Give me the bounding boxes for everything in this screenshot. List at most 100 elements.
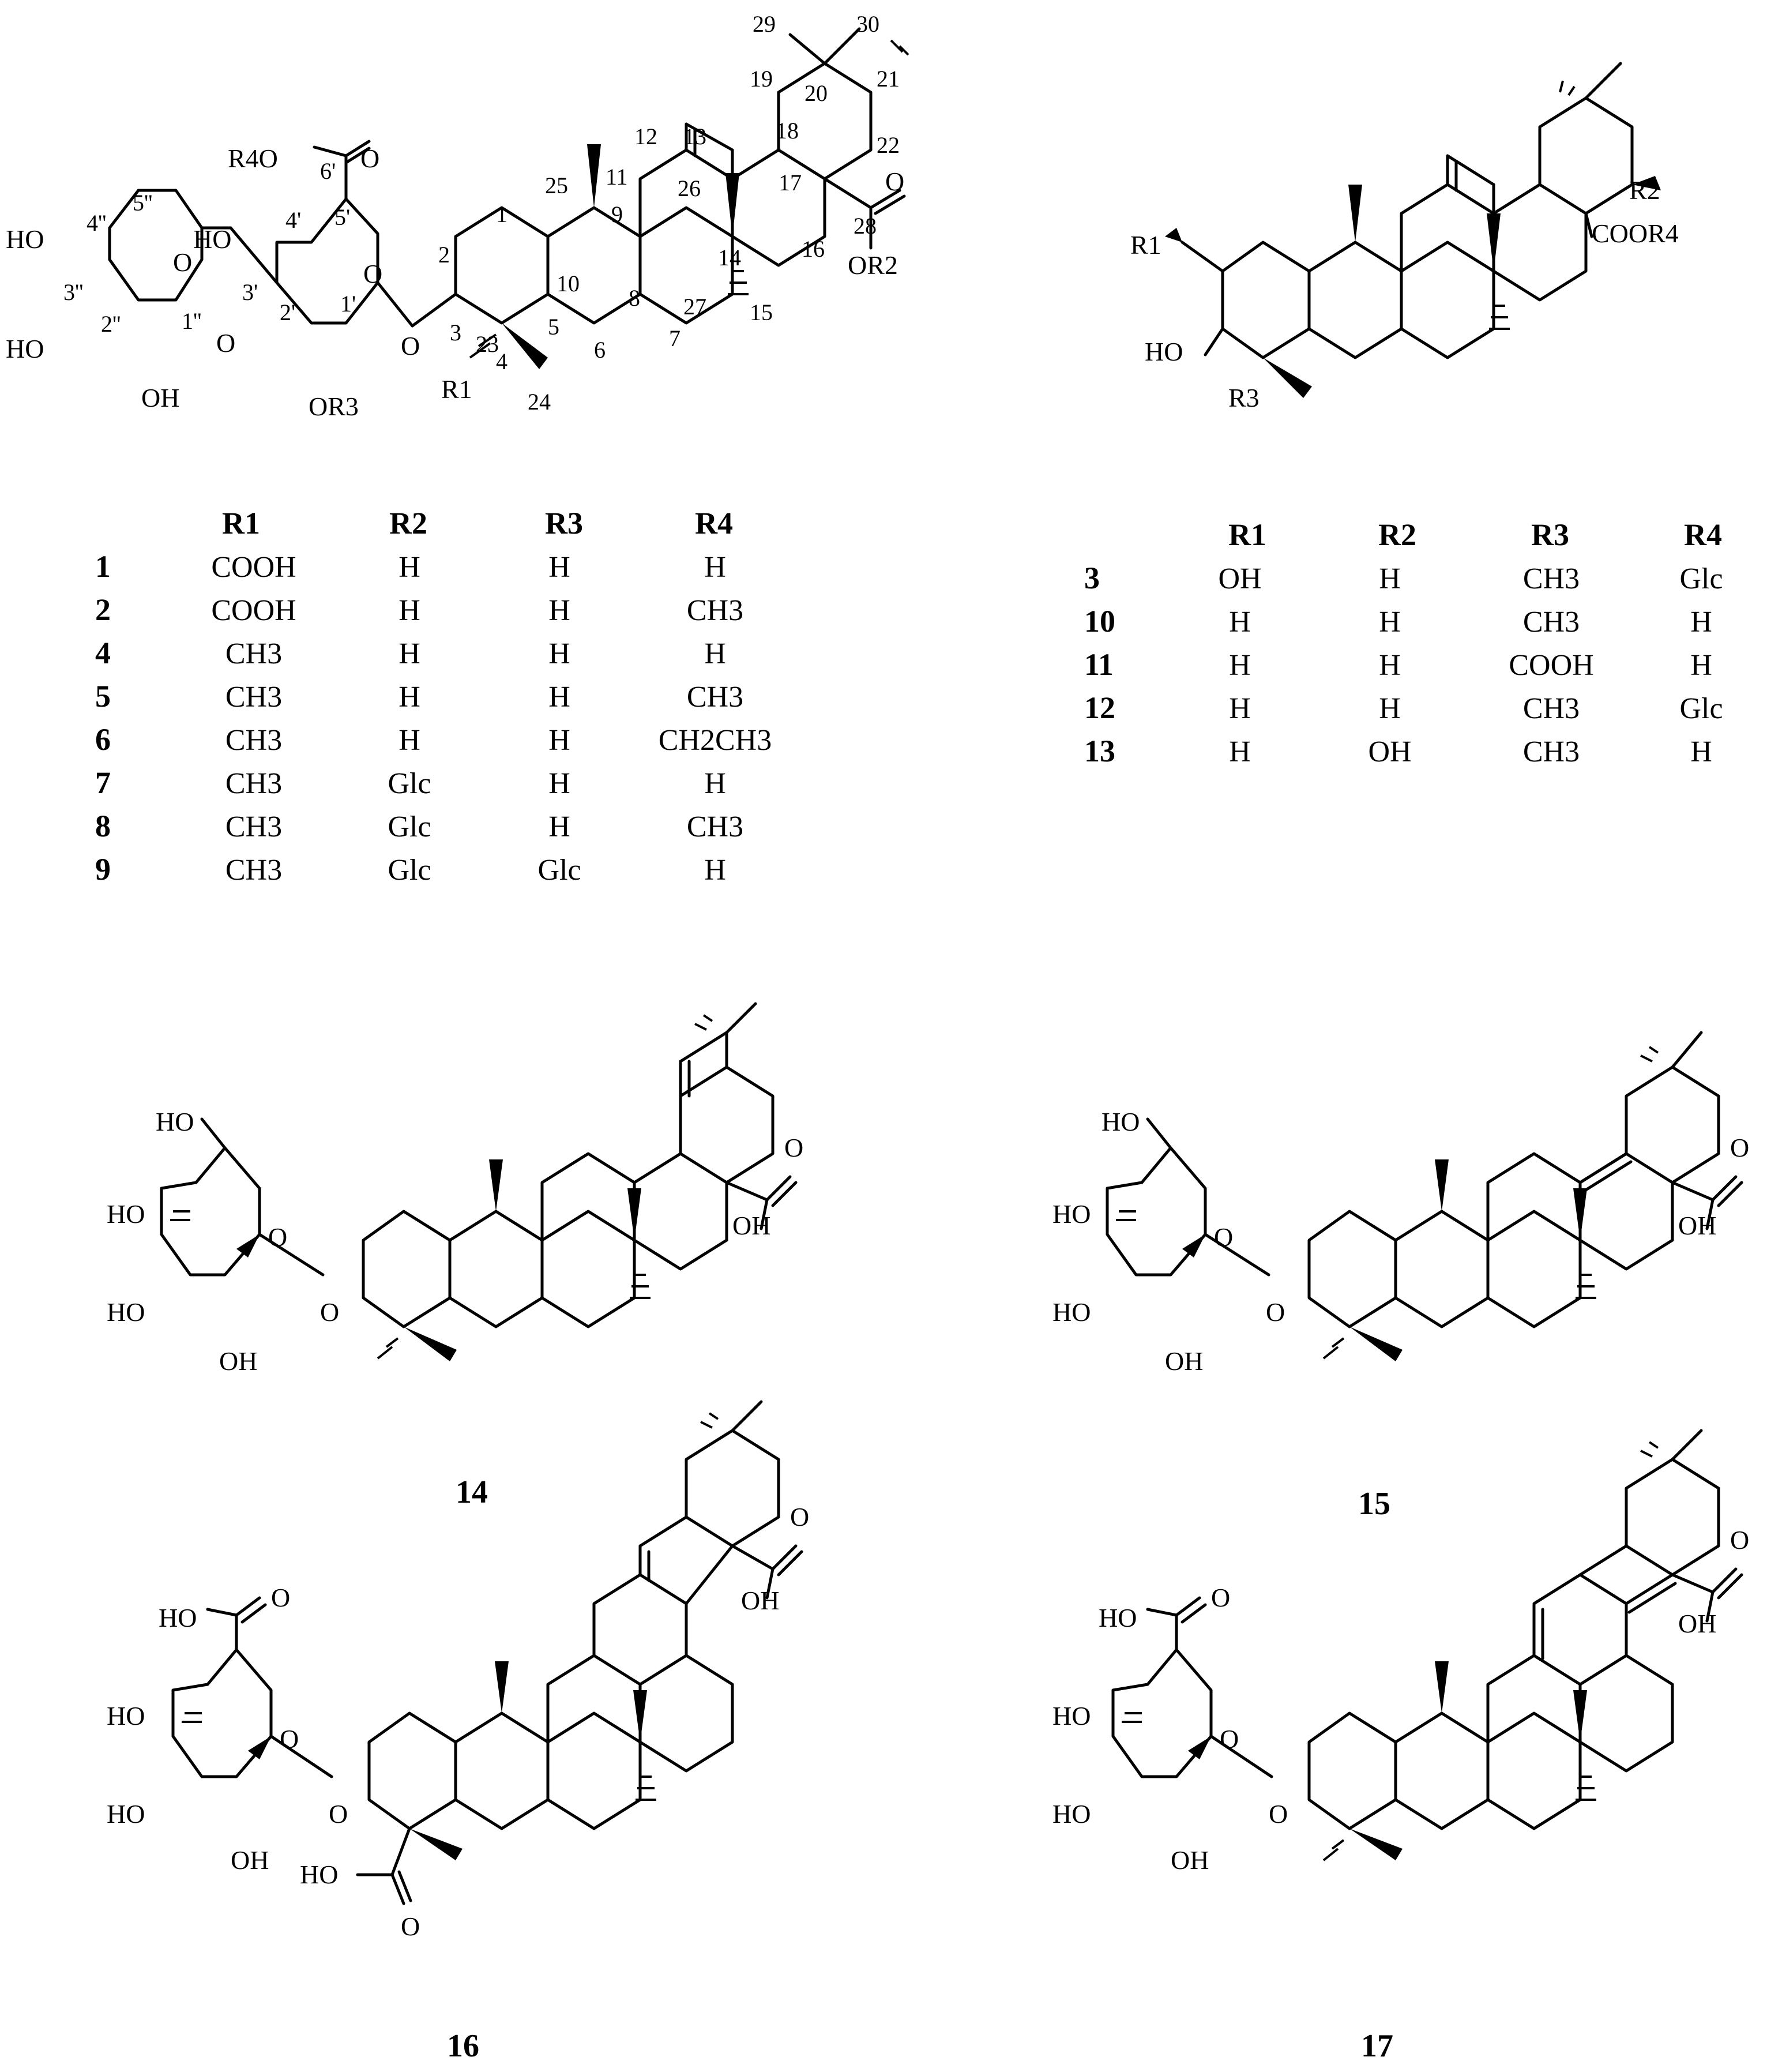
s1-label-r1: R1 bbox=[441, 374, 472, 404]
s1-row-1-cell-2: H bbox=[398, 551, 420, 584]
s1-glucuronide-ring bbox=[229, 140, 414, 328]
s14-label-ho-ch2: HO bbox=[156, 1107, 194, 1136]
s17-label-ho-3: HO bbox=[1052, 1799, 1091, 1829]
s1-substituent-table: R1 R2 R3 R4 bbox=[222, 506, 733, 540]
s2-row-11-cell-3: COOH bbox=[1509, 649, 1593, 682]
s1-label-o-carb: O bbox=[360, 144, 379, 173]
s16-label-o-cooh: O bbox=[271, 1583, 290, 1612]
s1-header-r3: R3 bbox=[545, 506, 583, 540]
svg-text:13: 13 bbox=[683, 123, 706, 149]
s17-label-o-link: O bbox=[1269, 1799, 1288, 1829]
s1-label-or2: OR2 bbox=[848, 250, 898, 280]
s2-row-10-cell-3: CH3 bbox=[1523, 606, 1580, 639]
s2-label-ho: HO bbox=[1145, 337, 1183, 366]
s1-row-4-cell-4: H bbox=[704, 637, 726, 670]
s1-row-1-cell-4: H bbox=[704, 551, 726, 584]
s16-compound-number: 16 bbox=[447, 2028, 479, 2064]
structure-1: R4O O HO HO OH HO O O O O OR3 R1 O OR2 1… bbox=[6, 11, 909, 540]
svg-text:9: 9 bbox=[611, 201, 623, 227]
s2-row-3-cell-4: Glc bbox=[1679, 562, 1723, 595]
s14-label-o-ring: O bbox=[268, 1222, 287, 1252]
s1-row-9-cell-2: Glc bbox=[388, 854, 431, 887]
s1-row-2-cell-4: CH3 bbox=[687, 594, 743, 627]
svg-text:3': 3' bbox=[242, 279, 258, 305]
s17-label-o-c: O bbox=[1730, 1525, 1749, 1555]
s2-row-13-cell-4: H bbox=[1690, 735, 1712, 768]
s1-label-ho-4p: HO bbox=[193, 224, 231, 254]
s2-row-12-cell-1: H bbox=[1229, 692, 1251, 725]
svg-text:2'': 2'' bbox=[101, 311, 121, 337]
s1-row-7-cell-3: H bbox=[548, 767, 570, 800]
svg-text:19: 19 bbox=[750, 66, 773, 92]
s1-row-5-cell-1: CH3 bbox=[225, 681, 282, 714]
s1-label-o-ring1: O bbox=[173, 247, 192, 277]
s1-row-9-cell-4: H bbox=[704, 854, 726, 887]
structure-16: HO O HO HO OH O O HO O O OH 16 bbox=[107, 1400, 809, 2064]
s1-label-ho-4pp: HO bbox=[6, 224, 44, 254]
svg-text:3'': 3'' bbox=[63, 279, 83, 305]
s2-row-11-id: 11 bbox=[1084, 647, 1114, 682]
s1-label-or3: OR3 bbox=[309, 392, 359, 421]
s1-row-6-cell-3: H bbox=[548, 724, 570, 757]
s1-row-8-cell-2: Glc bbox=[388, 810, 431, 843]
s15-compound-number: 15 bbox=[1358, 1486, 1390, 1522]
s16-label-oh-c: OH bbox=[741, 1586, 779, 1615]
s2-label-r2: R2 bbox=[1629, 175, 1660, 205]
s1-row-7-cell-2: Glc bbox=[388, 767, 431, 800]
s17-label-o-cooh: O bbox=[1211, 1583, 1230, 1612]
s1-row-9-id: 9 bbox=[95, 852, 111, 887]
svg-text:20: 20 bbox=[804, 80, 828, 106]
s1-row-2-cell-1: COOH bbox=[211, 594, 296, 627]
s1-row-5-cell-4: CH3 bbox=[687, 681, 743, 714]
s1-row-8-id: 8 bbox=[95, 809, 111, 843]
svg-text:30: 30 bbox=[856, 11, 879, 37]
s2-header-r2: R2 bbox=[1378, 517, 1416, 552]
svg-text:12: 12 bbox=[634, 123, 657, 149]
s17-compound-number: 17 bbox=[1361, 2028, 1393, 2064]
svg-text:22: 22 bbox=[877, 132, 900, 158]
s1-row-8-cell-1: CH3 bbox=[225, 810, 282, 843]
s2-row-3-cell-2: H bbox=[1379, 562, 1401, 595]
s17-label-o-ring: O bbox=[1220, 1724, 1239, 1754]
s2-header-r1: R1 bbox=[1228, 517, 1266, 552]
s2-row-13-cell-1: H bbox=[1229, 735, 1251, 768]
svg-text:7: 7 bbox=[669, 325, 681, 351]
s1-header-r4: R4 bbox=[695, 506, 733, 540]
svg-text:6': 6' bbox=[320, 158, 336, 184]
s15-label-o-c: O bbox=[1730, 1133, 1749, 1162]
s2-substituent-table: R1 R2 R3 R4 bbox=[1228, 517, 1722, 552]
s1-row-6-cell-4: CH2CH3 bbox=[659, 724, 772, 757]
structure-2: R1 HO R3 R2 COOR4 R1 R2 R3 R4 bbox=[1130, 62, 1722, 552]
s1-label-o-link2: O bbox=[401, 331, 420, 361]
s1-row-5-cell-3: H bbox=[548, 681, 570, 714]
svg-text:6: 6 bbox=[594, 337, 606, 363]
s2-skeleton bbox=[1180, 62, 1634, 359]
s1-row-4-cell-1: CH3 bbox=[225, 637, 282, 670]
s1-label-oh-2pp: OH bbox=[141, 383, 179, 412]
s2-row-3-cell-1: OH bbox=[1218, 562, 1261, 595]
s2-label-r3: R3 bbox=[1228, 383, 1260, 412]
svg-text:21: 21 bbox=[877, 66, 900, 92]
structure-15: HO HO HO OH O O O OH 15 bbox=[1052, 1031, 1749, 1522]
s2-row-11-cell-1: H bbox=[1229, 649, 1251, 682]
svg-text:3: 3 bbox=[450, 320, 461, 346]
svg-text:28: 28 bbox=[854, 213, 877, 239]
s1-label-r4o: R4O bbox=[228, 144, 278, 173]
s1-aglycone bbox=[411, 62, 906, 328]
s2-row-12-cell-2: H bbox=[1379, 692, 1401, 725]
s14-label-oh-2: OH bbox=[219, 1346, 257, 1376]
s2-row-11-cell-2: H bbox=[1379, 649, 1401, 682]
s2-row-3-id: 3 bbox=[1084, 561, 1100, 595]
svg-text:16: 16 bbox=[802, 236, 825, 262]
svg-text:1: 1 bbox=[496, 201, 507, 227]
s14-label-o-c: O bbox=[784, 1133, 803, 1162]
s2-row-12-id: 12 bbox=[1084, 690, 1115, 725]
s16-label-o-ring: O bbox=[280, 1724, 299, 1754]
s1-row-2-cell-2: H bbox=[398, 594, 420, 627]
s1-row-7-id: 7 bbox=[95, 765, 111, 800]
s15-label-ho-ch2: HO bbox=[1101, 1107, 1140, 1136]
s15-label-o-ring: O bbox=[1214, 1222, 1233, 1252]
structure-14: HO HO HO OH O O O OH 14 bbox=[107, 1002, 803, 1510]
s2-row-10-cell-4: H bbox=[1690, 606, 1712, 639]
